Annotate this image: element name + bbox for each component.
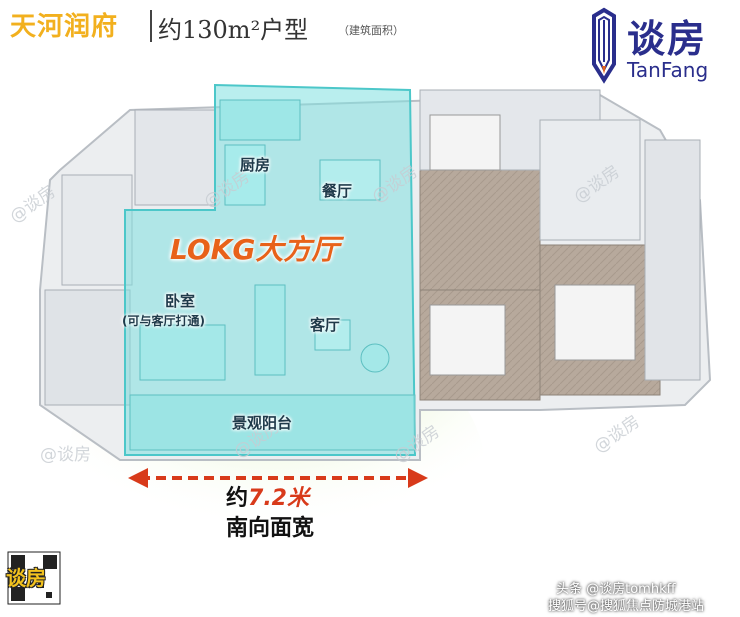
qr-label: 谈房 (6, 566, 46, 590)
bedroom-2-floor (419, 169, 541, 291)
kitchen-counter (219, 99, 301, 141)
armchair (360, 343, 390, 373)
label-bedroom-note: (可与客厅打通) (122, 314, 205, 328)
unit-title: 约130m²户型 (158, 16, 309, 44)
label-dining: 餐厅 (322, 182, 353, 200)
frontage-arrow-right (408, 468, 428, 488)
logo-name-cn: 谈房 (627, 17, 708, 61)
right-closet (644, 139, 701, 381)
frontage-value: 约7.2米 (226, 480, 309, 512)
header: 天河润府 约130m²户型 （建筑面积） (0, 0, 740, 60)
header-divider (150, 10, 152, 42)
bedroom-1-bed (139, 324, 226, 381)
brand-logo: 谈房 TanFang (585, 6, 735, 86)
left-top (134, 109, 216, 206)
kitchen-island (224, 144, 266, 206)
bed-2 (429, 114, 501, 171)
dining-table (319, 159, 381, 201)
frontage-number: 7.2米 (248, 486, 309, 511)
footer-source: 头条 @谈房tomhkff (556, 582, 676, 597)
watermark: @谈房 (40, 445, 91, 465)
unit-note: （建筑面积） (338, 24, 404, 37)
frontage-label: 南向面宽 (226, 516, 315, 541)
frontage-prefix: 约 (226, 486, 249, 511)
left-bath (61, 174, 133, 286)
qr-code (7, 551, 61, 605)
logo-mark (592, 7, 616, 84)
project-name: 天河润府 (10, 12, 119, 42)
label-kitchen: 厨房 (240, 156, 271, 174)
frontage-arrow-left (128, 468, 148, 488)
bed-master (554, 284, 636, 361)
balcony-strip (129, 394, 416, 451)
right-bath (539, 119, 641, 241)
label-bedroom: 卧室 (165, 292, 196, 310)
logo-name-en: TanFang (627, 58, 709, 82)
left-room (44, 289, 131, 406)
sofa (254, 284, 286, 376)
lokg-title: LOKG大方厅 (170, 233, 340, 266)
coffee-table (314, 319, 351, 351)
label-living: 客厅 (310, 316, 341, 334)
footer-subtitle: 搜狐号@搜狐焦点防城港站 (548, 599, 705, 614)
bed-3 (429, 304, 506, 376)
label-balcony: 景观阳台 (232, 414, 293, 432)
